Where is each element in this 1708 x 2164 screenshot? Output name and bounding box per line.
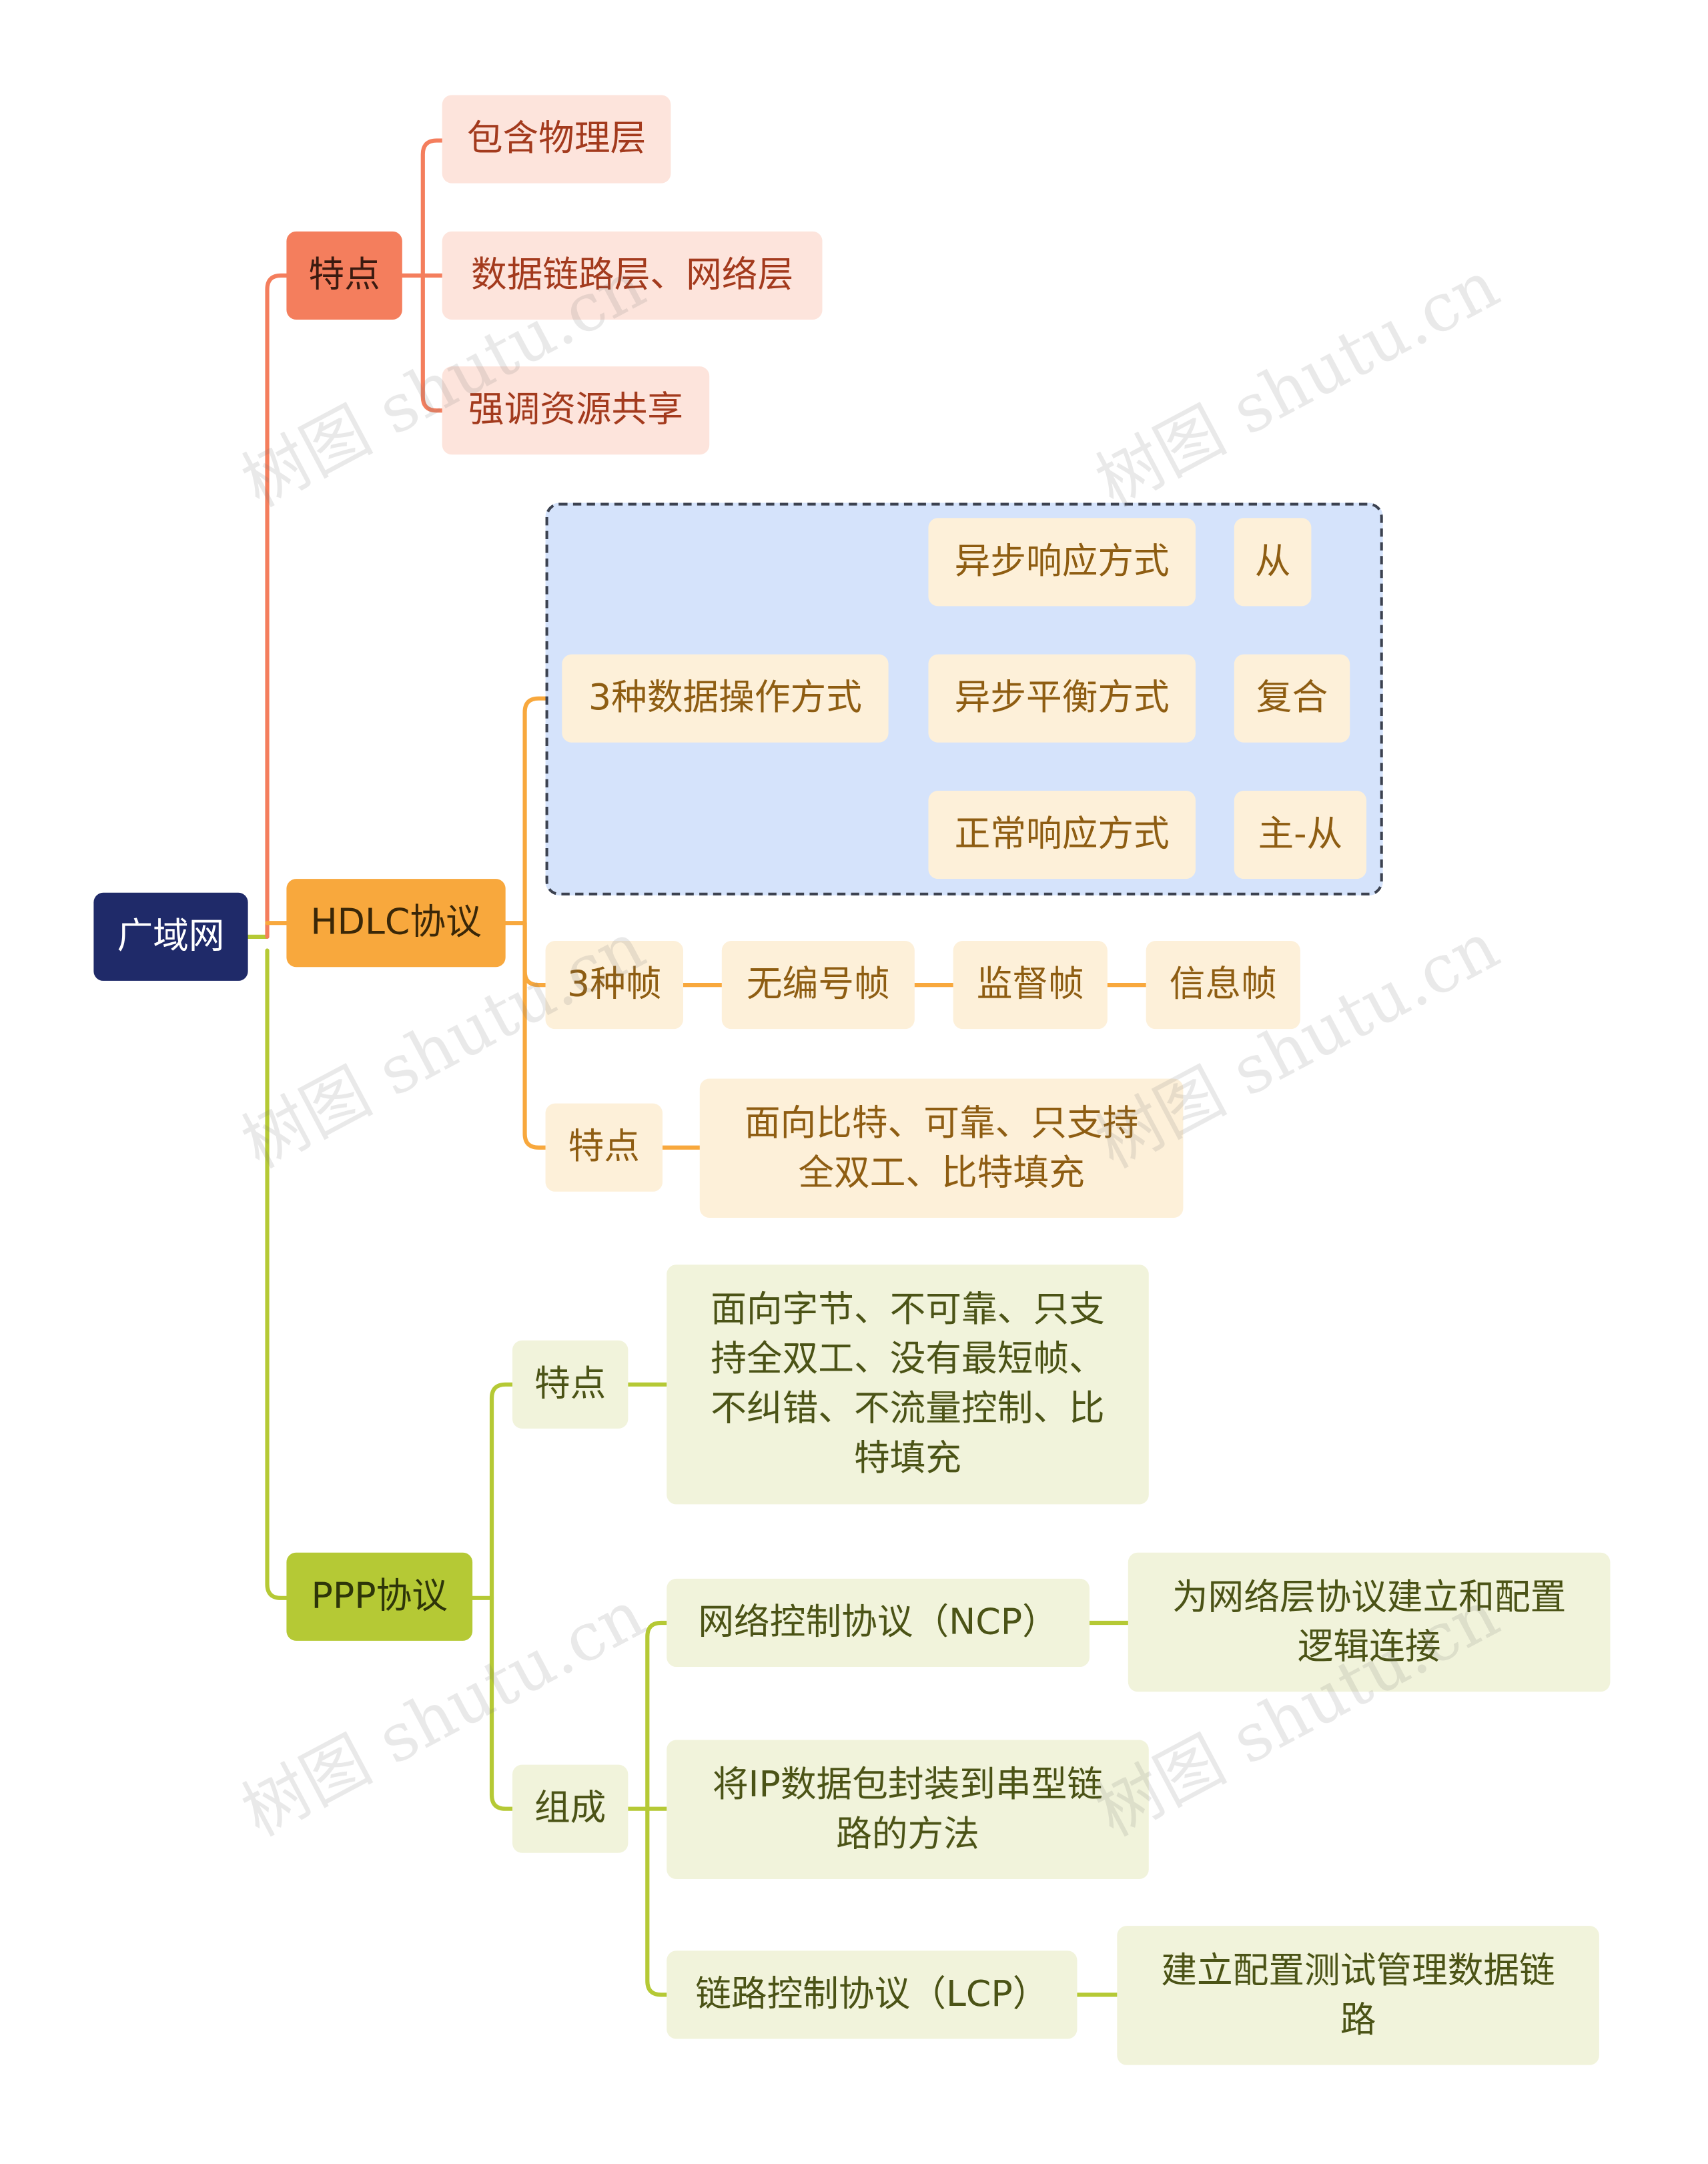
hdlc-features-node[interactable]: 特点 (545, 1103, 663, 1192)
frame-supervisory[interactable]: 监督帧 (953, 941, 1108, 1030)
mode-async-balanced-value[interactable]: 复合 (1234, 654, 1350, 743)
mode-normal-response[interactable]: 正常响应方式 (928, 791, 1196, 879)
ip-encapsulation-node[interactable]: 将IP数据包封装到串型链路的方法 (667, 1740, 1149, 1879)
features-item-3[interactable]: 强调资源共享 (442, 366, 710, 455)
ppp-node[interactable]: PPP协议 (286, 1552, 473, 1641)
features-item-1[interactable]: 包含物理层 (442, 95, 671, 184)
frame-information[interactable]: 信息帧 (1146, 941, 1300, 1030)
features-item-2[interactable]: 数据链路层、网络层 (442, 231, 823, 320)
lcp-desc[interactable]: 建立配置测试管理数据链路 (1117, 1926, 1599, 2065)
mode-async-response-value[interactable]: 从 (1234, 518, 1312, 607)
hdlc-features-text[interactable]: 面向比特、可靠、只支持全双工、比特填充 (699, 1078, 1184, 1218)
root-node[interactable]: 广域网 (93, 892, 248, 981)
hdlc-modes-node[interactable]: 3种数据操作方式 (562, 654, 889, 743)
mode-async-response[interactable]: 异步响应方式 (928, 518, 1196, 607)
hdlc-frames-node[interactable]: 3种帧 (545, 941, 683, 1030)
ppp-features-text[interactable]: 面向字节、不可靠、只支持全双工、没有最短帧、不纠错、不流量控制、比特填充 (667, 1265, 1149, 1505)
ppp-components-node[interactable]: 组成 (512, 1764, 628, 1853)
lcp-node[interactable]: 链路控制协议（LCP） (667, 1950, 1078, 2039)
hdlc-node[interactable]: HDLC协议 (286, 879, 506, 968)
ncp-node[interactable]: 网络控制协议（NCP） (667, 1578, 1090, 1668)
ppp-features-node[interactable]: 特点 (512, 1340, 628, 1429)
features-node[interactable]: 特点 (286, 231, 402, 320)
frame-unnumbered[interactable]: 无编号帧 (721, 941, 915, 1030)
ncp-desc[interactable]: 为网络层协议建立和配置逻辑连接 (1128, 1552, 1611, 1692)
mode-async-balanced[interactable]: 异步平衡方式 (928, 654, 1196, 743)
mode-normal-response-value[interactable]: 主-从 (1234, 791, 1366, 879)
